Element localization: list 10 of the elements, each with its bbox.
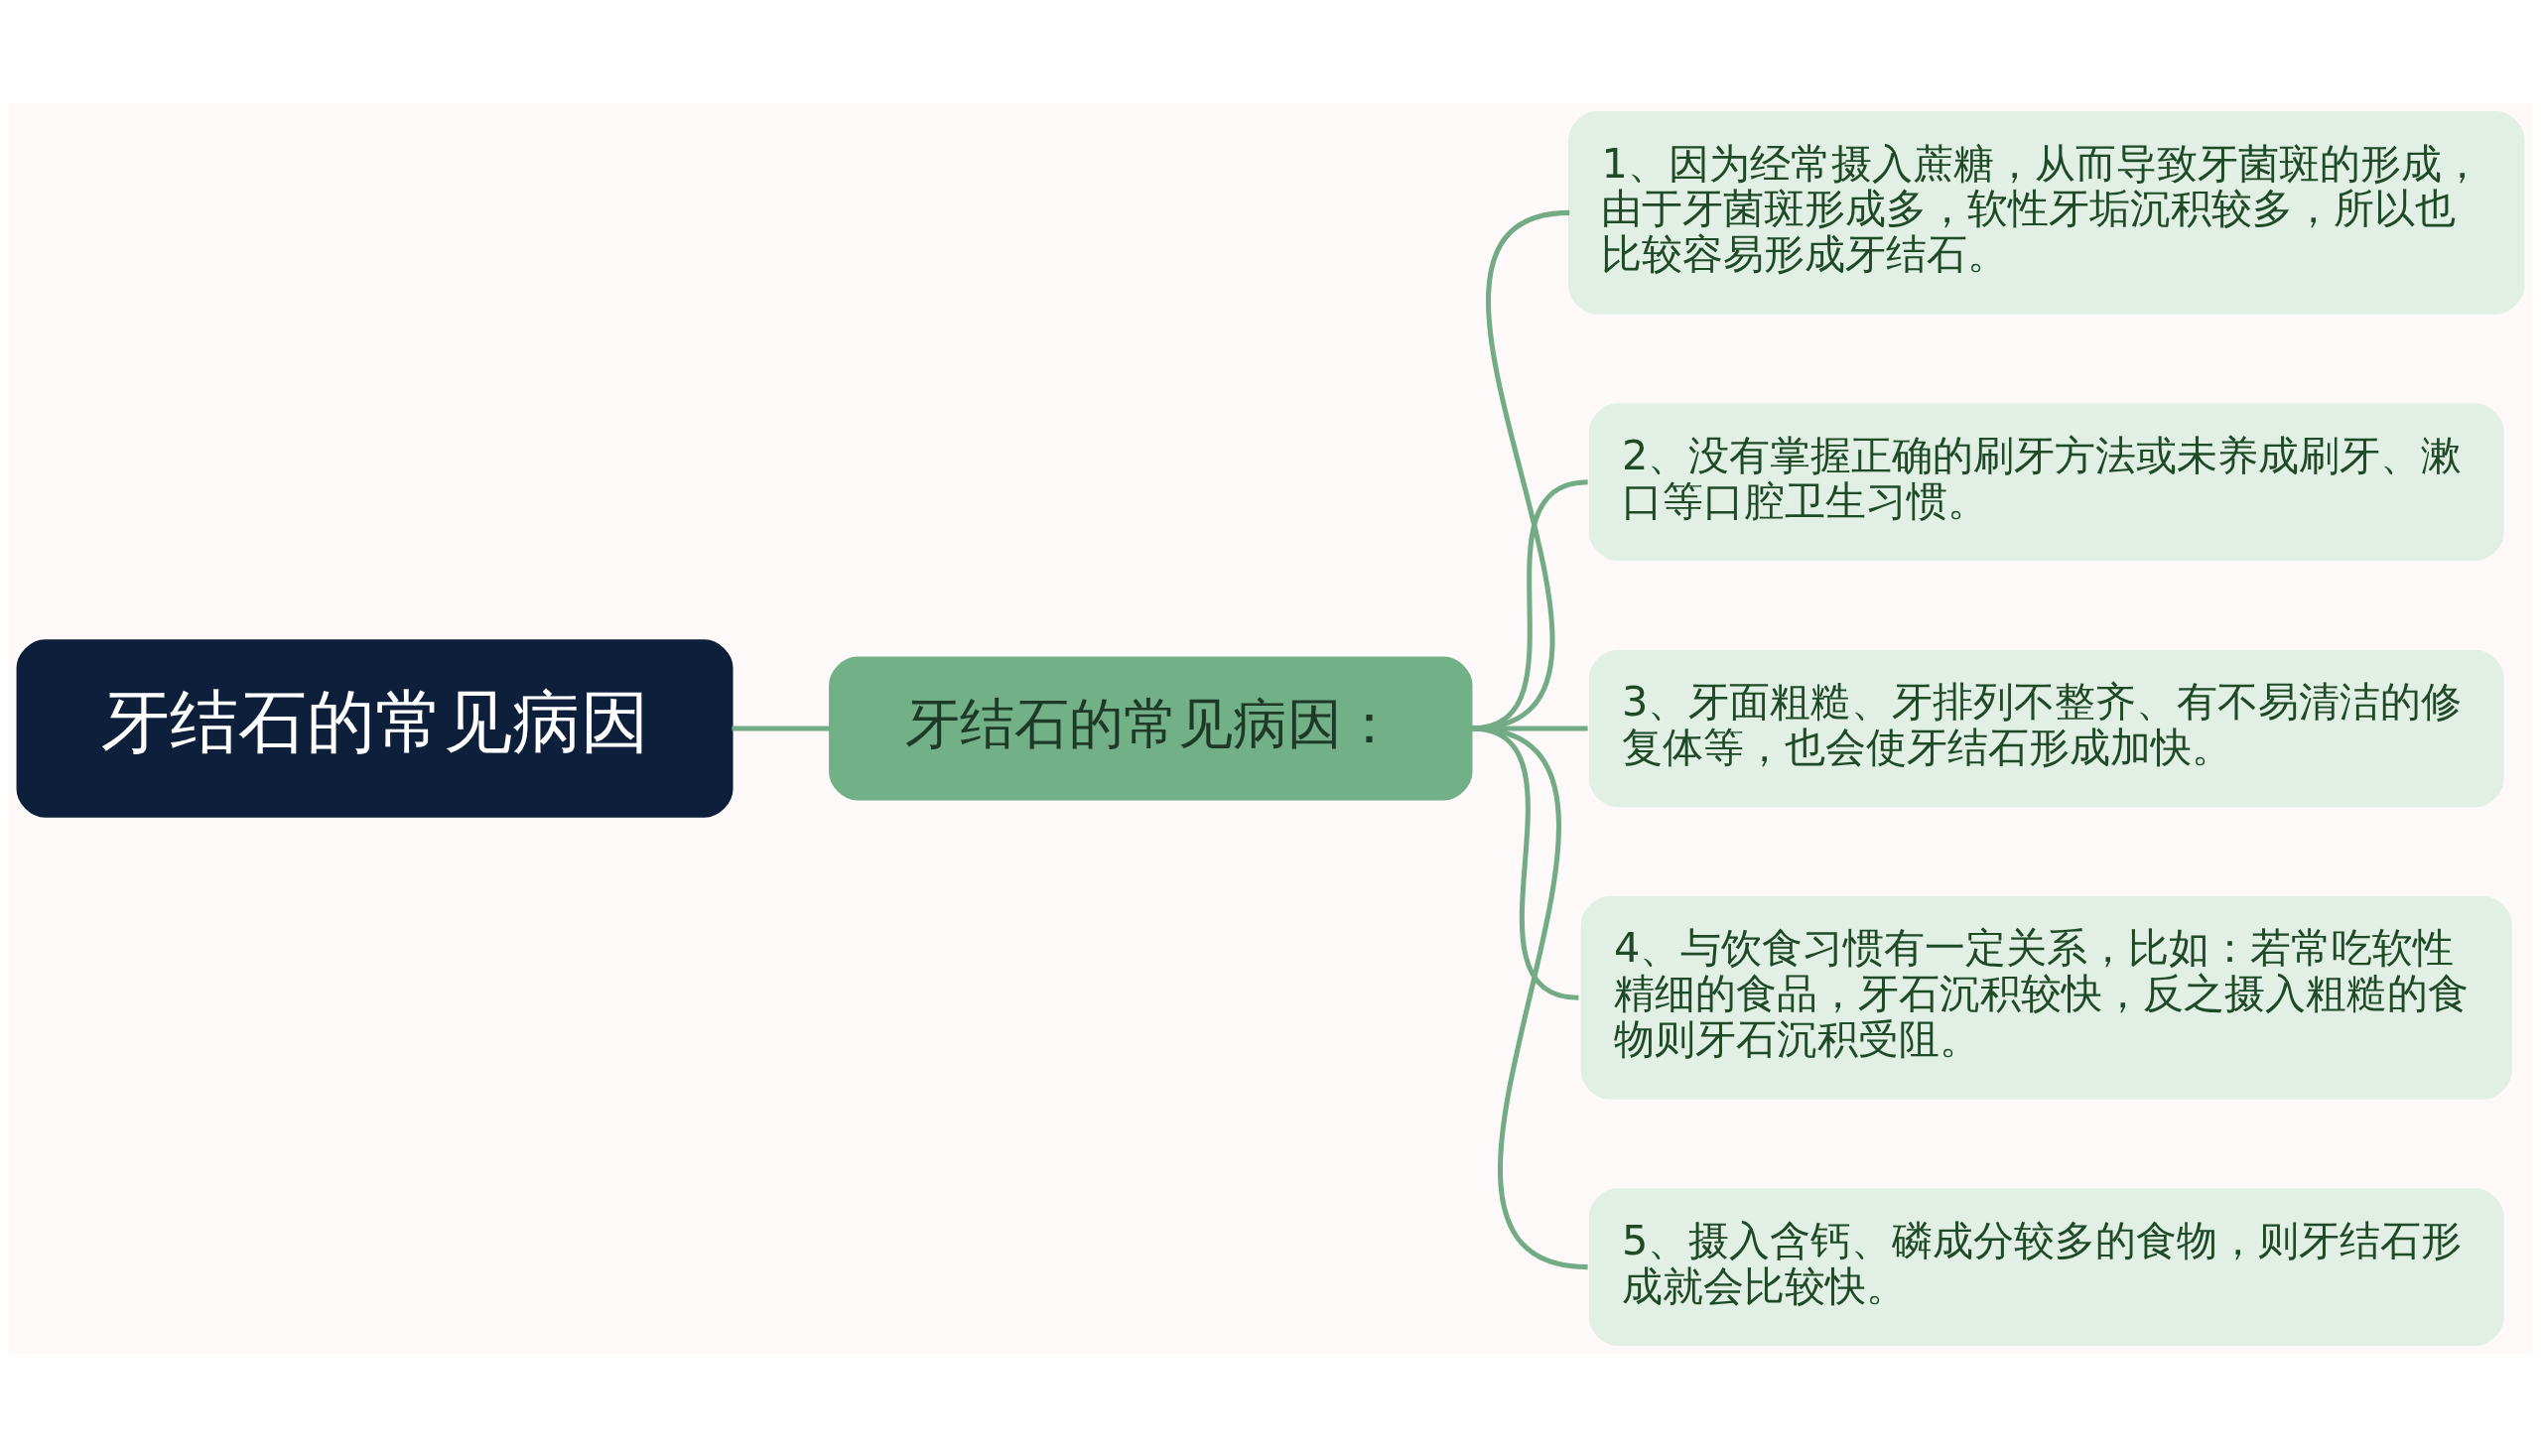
connector [732, 725, 831, 731]
node-box: 5、摄入含钙、磷成分较多的食物，则牙结石形成就会比较快。 [1588, 1187, 2504, 1346]
connector [1470, 478, 1589, 730]
node-box: 3、牙面粗糙、牙排列不整齐、有不易清洁的修复体等，也会使牙结石形成加快。 [1588, 649, 2504, 807]
node-box: 4、与饮食习惯有一定关系，比如：若常吃软性精细的食品，牙石沉积较快，反之摄入粗糙的食物则牙石沉积受阻。 [1580, 895, 2512, 1100]
connector [1470, 726, 1589, 1269]
node-box: 1、因为经常摄入蔗糖，从而导致牙菌斑的形成，由于牙菌斑形成多，软性牙垢沉积较多，所以也比较容易形成牙结石。 [1568, 110, 2525, 315]
node-box: 2、没有掌握正确的刷牙方法或未养成刷牙、漱口等口腔卫生习惯。 [1588, 402, 2504, 561]
node-box: 牙结石的常见病因： [829, 656, 1473, 800]
node-box: 牙结石的常见病因 [16, 638, 734, 818]
